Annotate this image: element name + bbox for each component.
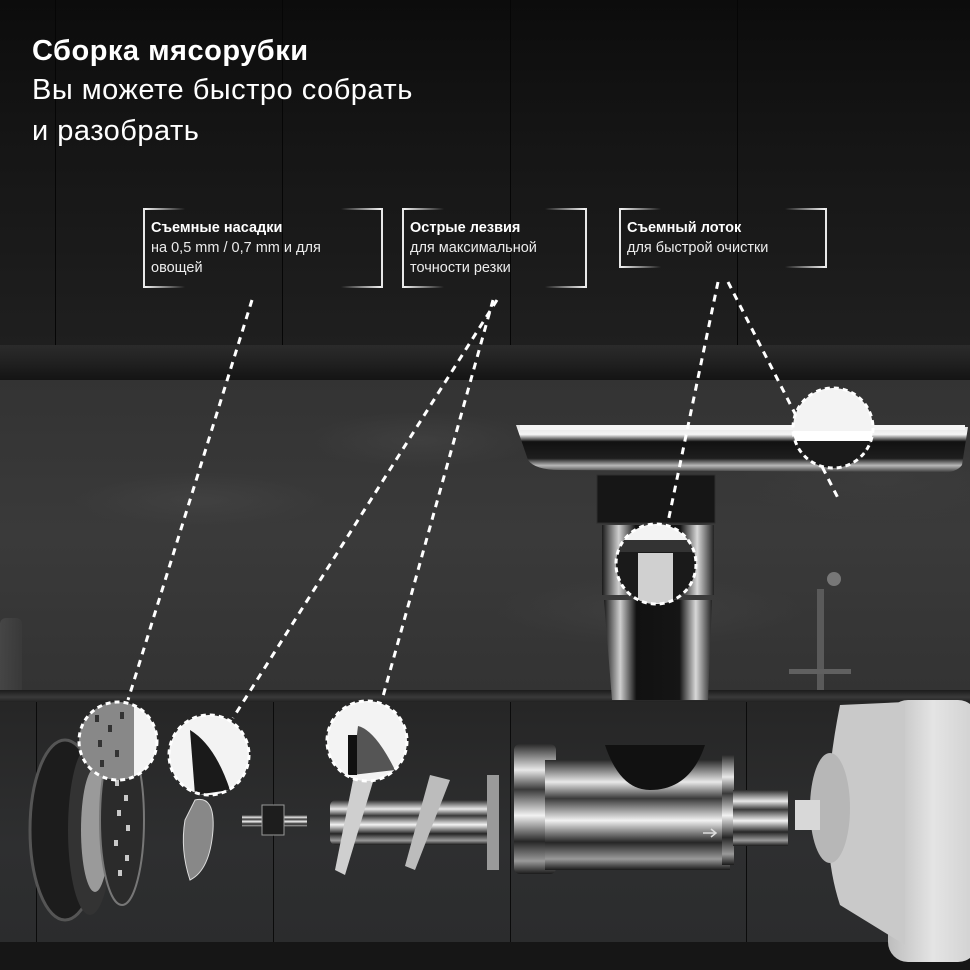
- grinder-ring: [28, 738, 112, 922]
- callout-title: Острые лезвия: [410, 220, 521, 236]
- callout-removable-tray: Съемный лоток для быстрой очистки: [619, 208, 827, 268]
- subtitle-line-1: Вы можете быстро собрать: [32, 74, 413, 106]
- faucet-head: [827, 572, 841, 586]
- cross-blade: [182, 798, 214, 881]
- callout-body: точности резки: [410, 260, 511, 276]
- callout-body: на 0,5 mm / 0,7 mm и для: [151, 240, 321, 256]
- feed-tube-detail: [614, 522, 698, 606]
- callout-title: Съемные насадки: [151, 220, 283, 236]
- grinder-body: [514, 744, 788, 874]
- grinding-plate-detail: [77, 700, 159, 782]
- faucet-handle: [789, 669, 851, 674]
- range-hood-shelf: [0, 345, 970, 380]
- cabinet-seam: [55, 0, 56, 345]
- cabinet-seam: [737, 0, 738, 345]
- bottle-decor: [0, 618, 22, 690]
- leader-lines: [126, 281, 840, 719]
- faucet-icon: [817, 589, 824, 695]
- auger-blade-detail: [325, 699, 409, 783]
- countertop: [0, 690, 970, 702]
- motor-unit: [795, 700, 970, 962]
- tray-edge-detail: [791, 386, 875, 470]
- cabinet-seam: [510, 0, 511, 345]
- page-title: Сборка мясорубки: [32, 35, 309, 67]
- connector-pin: [242, 804, 307, 836]
- floor: [0, 942, 970, 970]
- feeding-tray: [516, 425, 968, 473]
- callout-removable-plates: Съемные насадки на 0,5 mm / 0,7 mm и для…: [143, 208, 383, 288]
- callout-sharp-blades: Острые лезвия для максимальной точности …: [402, 208, 587, 288]
- subtitle-line-2: и разобрать: [32, 115, 200, 147]
- callout-body: для быстрой очистки: [627, 240, 769, 256]
- cabinet-seam: [510, 702, 511, 942]
- callout-title: Съемный лоток: [627, 220, 742, 236]
- callout-body: овощей: [151, 260, 203, 276]
- blade-detail: [167, 713, 251, 797]
- cabinet-seam: [282, 0, 283, 345]
- headline: Сборка мясорубки Вы можете быстро собрат…: [32, 32, 413, 152]
- auger-screw: [330, 770, 499, 875]
- callout-body: для максимальной: [410, 240, 537, 256]
